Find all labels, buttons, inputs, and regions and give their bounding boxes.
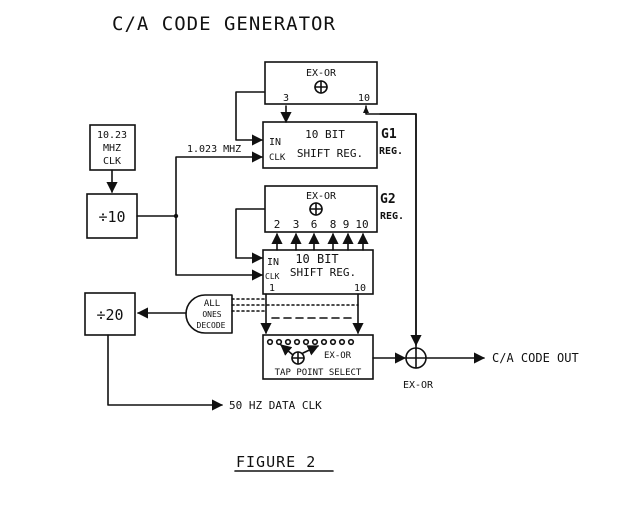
clock-line3: CLK bbox=[103, 156, 121, 167]
g2-tap-1: 3 bbox=[293, 218, 300, 231]
g2-tap-5: 10 bbox=[355, 218, 368, 231]
g1-output-line bbox=[365, 105, 417, 350]
tap-select-left-arrow bbox=[280, 344, 294, 356]
tap-point-circles bbox=[266, 338, 355, 346]
tap-select-right-arrow bbox=[302, 345, 320, 356]
g1-tap-left: 3 bbox=[283, 93, 289, 104]
divide-by-10-label: ÷10 bbox=[98, 208, 125, 226]
g2-reg-line2: SHIFT REG. bbox=[290, 266, 356, 279]
g2-reg-line1: 10 BIT bbox=[295, 252, 338, 266]
decode-input-lines bbox=[231, 298, 359, 312]
clock-source-box: 10.23 MHZ CLK bbox=[89, 124, 136, 171]
g2-tap-4: 9 bbox=[343, 218, 350, 231]
tap-select-exor-label: EX-OR bbox=[324, 351, 352, 361]
g2-in-label: IN bbox=[267, 257, 279, 268]
g2-clk-label: CLK bbox=[265, 272, 280, 281]
tap-point-select-box: EX-OR TAP POINT SELECT bbox=[262, 334, 374, 380]
g1-feedback-line bbox=[235, 91, 265, 146]
g1-reg-line1: 10 BIT bbox=[305, 128, 345, 141]
g1-exor-label: EX-OR bbox=[306, 68, 337, 79]
g2-out-left: 1 bbox=[269, 283, 275, 294]
divide-by-20-box: ÷20 bbox=[84, 292, 136, 336]
g1-tap10-arrow bbox=[363, 106, 369, 113]
clk-line-g1 bbox=[175, 151, 264, 217]
divide-by-20-label: ÷20 bbox=[96, 306, 123, 324]
figure-caption: FIGURE 2 bbox=[236, 453, 316, 471]
tap-select-label: TAP POINT SELECT bbox=[275, 368, 362, 378]
clock-line1: 10.23 bbox=[97, 130, 127, 141]
clk-line-g2 bbox=[175, 215, 264, 281]
final-xor-icon bbox=[405, 347, 427, 369]
g1-name-sub: REG. bbox=[379, 146, 403, 157]
g1-in-label: IN bbox=[269, 137, 281, 148]
g2-tap-2: 6 bbox=[311, 218, 318, 231]
g1-clk-label: CLK bbox=[269, 153, 286, 163]
decode-line3: DECODE bbox=[197, 321, 226, 330]
divide-by-10-box: ÷10 bbox=[86, 193, 138, 239]
frequency-label: 1.023 MHZ bbox=[187, 144, 241, 155]
g2-tap-arrows bbox=[271, 232, 369, 251]
all-ones-decode-gate: ALL ONES DECODE bbox=[185, 294, 233, 334]
data-clk-line bbox=[107, 334, 224, 411]
g2-exor-box: EX-OR 2 3 6 8 9 10 bbox=[264, 185, 378, 233]
output-label: C/A CODE OUT bbox=[492, 351, 579, 365]
g1-tap-right: 10 bbox=[358, 93, 370, 104]
g2-out-right: 10 bbox=[354, 283, 366, 294]
g2-name: G2 bbox=[380, 192, 396, 207]
g2-exor-label: EX-OR bbox=[306, 191, 337, 202]
decode-line2: ONES bbox=[202, 310, 221, 319]
data-clk-label: 50 HZ DATA CLK bbox=[229, 399, 322, 412]
g2-tap-0: 2 bbox=[274, 218, 281, 231]
g2-name-sub: REG. bbox=[380, 211, 404, 222]
clock-line2: MHZ bbox=[103, 143, 121, 154]
g1-shift-register: IN CLK 10 BIT SHIFT REG. bbox=[262, 121, 378, 169]
g2-tap-3: 8 bbox=[330, 218, 337, 231]
g1-exor-box: EX-OR 3 10 bbox=[264, 61, 378, 105]
g2-shift-register: IN CLK 10 BIT SHIFT REG. 1 10 bbox=[262, 249, 374, 295]
g1-name: G1 bbox=[381, 127, 397, 142]
diagram-title: C/A CODE GENERATOR bbox=[112, 13, 336, 35]
decode-line1: ALL bbox=[204, 299, 220, 309]
final-exor-label: EX-OR bbox=[403, 380, 434, 391]
g1-reg-line2: SHIFT REG. bbox=[297, 147, 363, 160]
g2-feedback-line bbox=[235, 208, 265, 264]
